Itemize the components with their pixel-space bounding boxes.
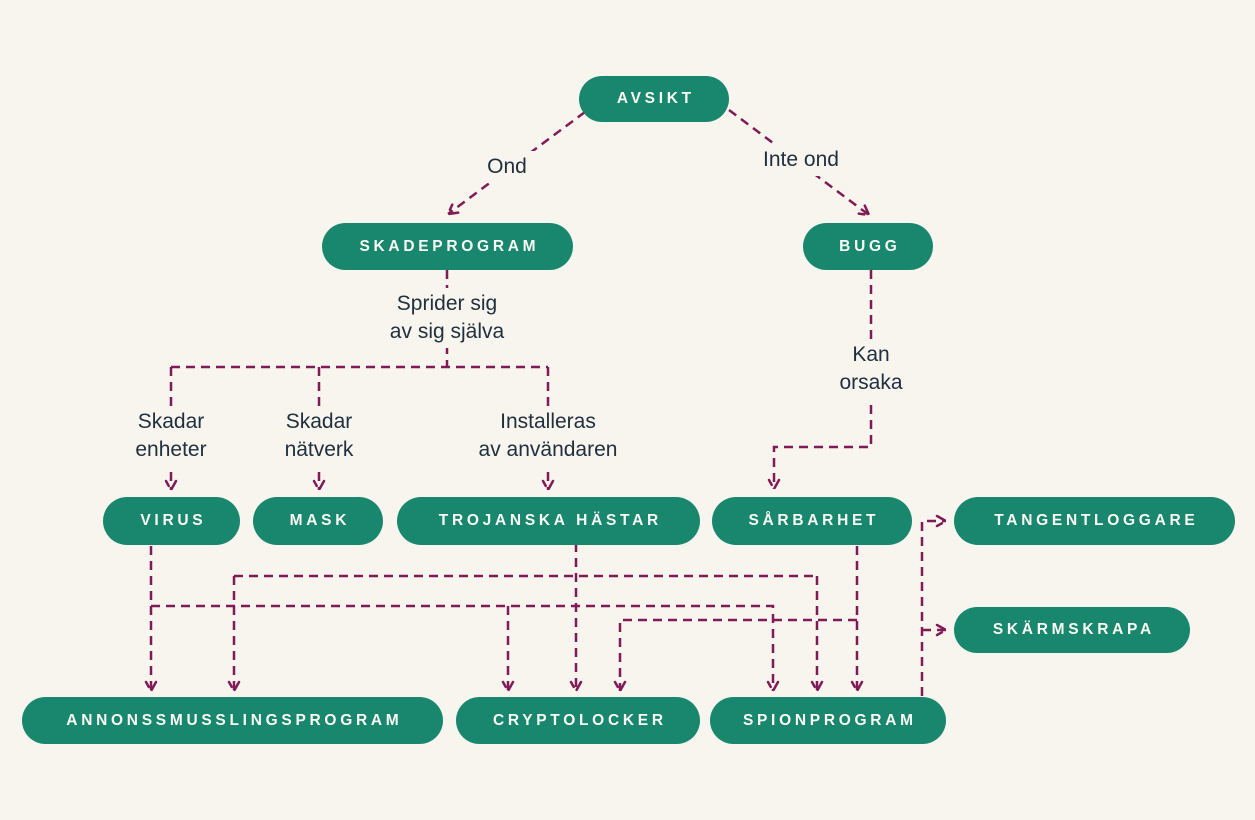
node-virus: VIRUS: [103, 497, 240, 545]
node-skadeprogram: SKADEPROGRAM: [322, 223, 573, 270]
node-trojanska-hastar: TROJANSKA HÄSTAR: [397, 497, 700, 545]
edge-virus-spionprogram: [151, 604, 773, 691]
node-spionprogram: SPIONPROGRAM: [710, 697, 946, 744]
edge-label-installeras: Installeras av användaren: [470, 406, 626, 466]
node-avsikt: AVSIKT: [579, 76, 729, 122]
edge-label-ond: Ond: [479, 151, 535, 183]
node-mask: MASK: [253, 497, 383, 545]
edge-spionprogram-tangentloggare: [920, 521, 946, 696]
node-tangentloggare: TANGENTLOGGARE: [954, 497, 1235, 545]
edge-label-sprider-sig: Sprider sig av sig själva: [381, 288, 513, 348]
edge-label-inte-ond: Inte ond: [755, 144, 847, 176]
node-skarmskrapa: SKÄRMSKRAPA: [954, 607, 1190, 653]
node-cryptolocker: CRYPTOLOCKER: [456, 697, 700, 744]
edge-avsikt-skadeprogram: [448, 110, 586, 214]
edge-bugg-sarbarhet: [774, 270, 873, 489]
edge-label-skadar-natverk: Skadar nätverk: [276, 406, 362, 466]
edge-label-kan-orsaka: Kan orsaka: [831, 339, 911, 399]
node-bugg: BUGG: [803, 223, 933, 270]
node-sarbarhet: SÅRBARHET: [712, 497, 912, 545]
edge-label-skadar-enheter: Skadar enheter: [127, 406, 215, 466]
edge-sarbarhet-cryptolocker: [620, 618, 857, 691]
node-annonssmusslingsprogram: ANNONSSMUSSLINGSPROGRAM: [22, 697, 443, 744]
